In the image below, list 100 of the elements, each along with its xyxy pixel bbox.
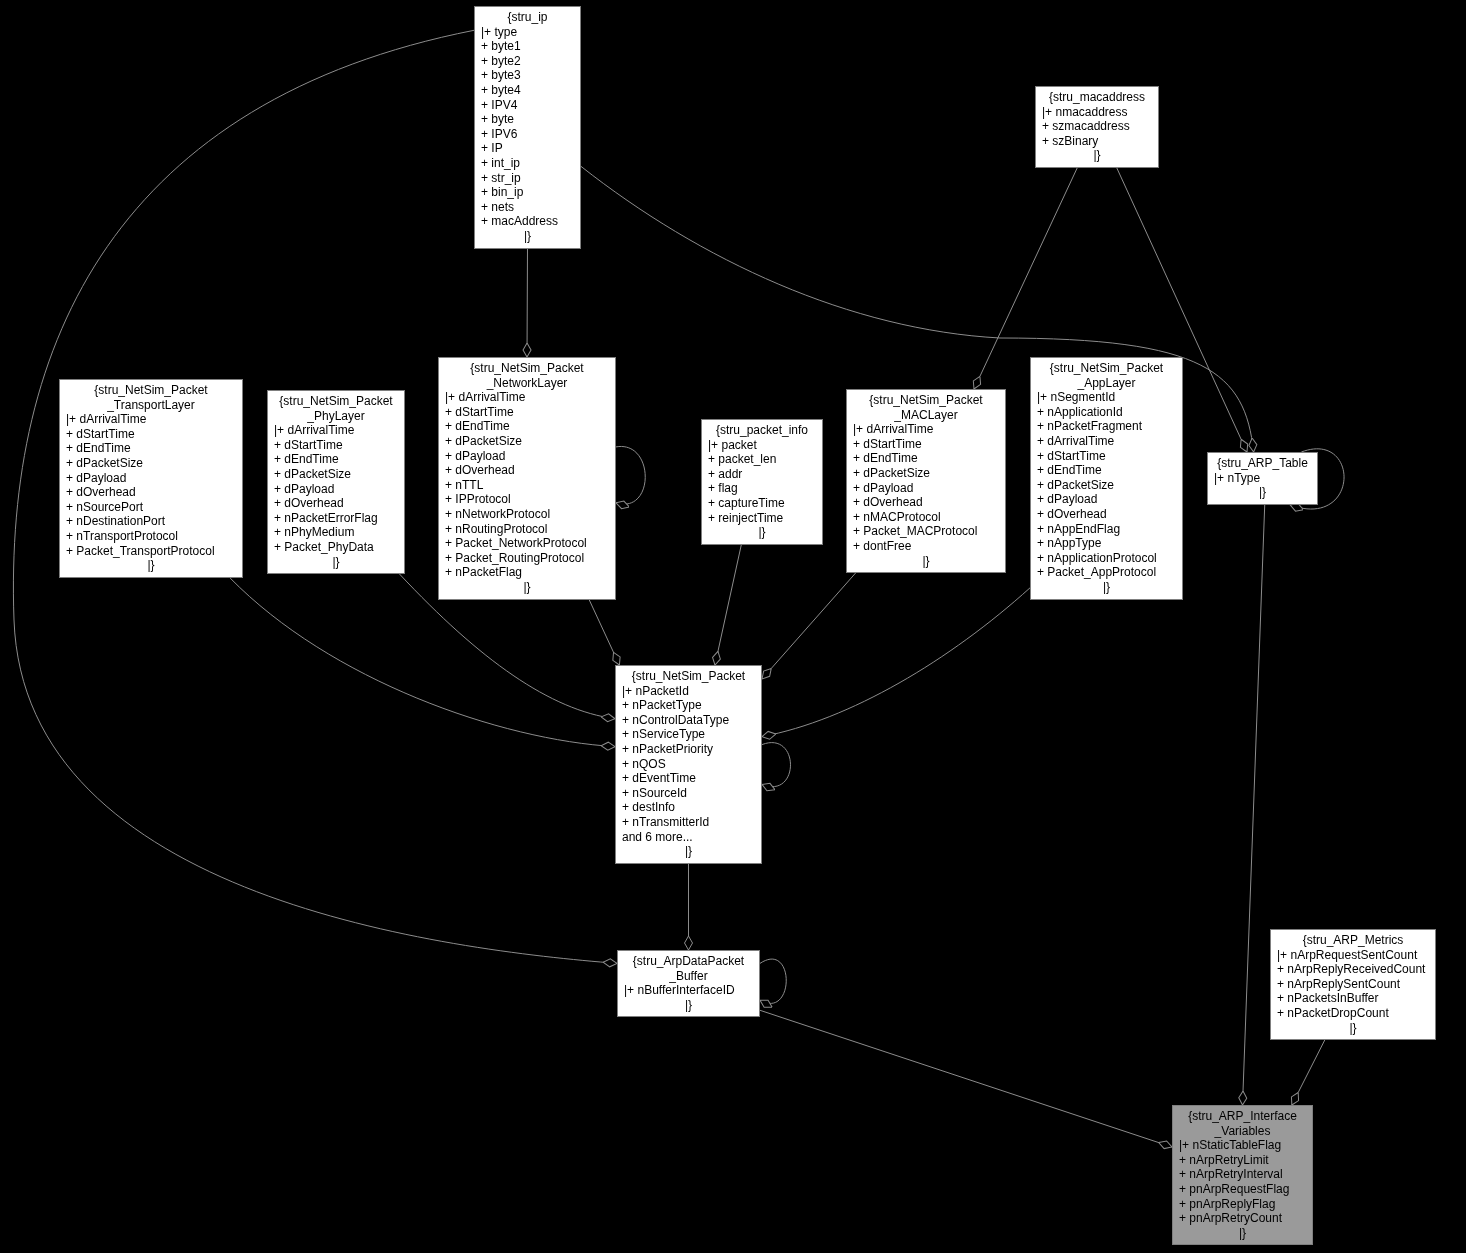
member-field: + nServiceType <box>622 727 755 742</box>
member-field: + dArrivalTime <box>1037 433 1176 449</box>
member-field: + dPayload <box>445 448 609 464</box>
class-name: {stru_ARP_Metrics <box>1301 933 1405 948</box>
class-name: {stru_NetSim_Packet _PhyLayer <box>278 394 394 424</box>
class-box <box>474 6 581 249</box>
record-end: |} <box>1257 485 1268 500</box>
member-field: + dEventTime <box>622 771 755 786</box>
member-field: + pnArpRequestFlag <box>1179 1181 1306 1197</box>
record-end: |} <box>1101 579 1112 595</box>
member-field: |+ nSegmentId <box>1037 390 1176 405</box>
record-end: |} <box>683 844 694 859</box>
member-field: + Packet_PhyData <box>274 539 398 555</box>
member-field: + nMACProtocol <box>853 509 999 525</box>
member-field: |+ type <box>481 24 574 40</box>
class-name: {stru_packet_info <box>714 423 810 438</box>
member-field: + destInfo <box>622 800 755 815</box>
member-field: + pnArpRetryCount <box>1179 1211 1306 1226</box>
class-box <box>59 379 243 578</box>
member-field: and 6 more... <box>622 829 755 845</box>
class-box <box>1207 452 1318 505</box>
member-field: + nSourcePort <box>66 499 236 515</box>
member-field: + dEndTime <box>1037 463 1176 478</box>
member-field: + flag <box>708 481 816 496</box>
member-field: + nPacketFlag <box>445 565 609 580</box>
aggregation-edge <box>399 573 616 722</box>
member-field: + dStartTime <box>853 436 999 452</box>
aggregation-edge <box>580 165 1258 453</box>
member-field: + Packet_NetworkProtocol <box>445 536 609 551</box>
member-field: + nPacketPriority <box>622 741 755 757</box>
class-name: {stru_NetSim_Packet _MACLayer <box>868 393 984 423</box>
member-field: + byte <box>481 112 574 127</box>
member-field: + nPacketErrorFlag <box>274 510 398 526</box>
member-field: + dOverhead <box>274 496 398 511</box>
member-field: + IPProtocol <box>445 492 609 507</box>
member-field: + nArpReplySentCount <box>1277 976 1429 992</box>
record-end: |} <box>146 558 156 573</box>
aggregation-edge <box>1290 1039 1326 1106</box>
member-field: + dStartTime <box>66 426 236 442</box>
member-field: + dPacketSize <box>853 465 999 481</box>
aggregation-edge <box>684 863 693 951</box>
member-field: + dStartTime <box>1037 448 1176 464</box>
member-field: + dEndTime <box>66 441 236 456</box>
member-field: |+ nBufferInterfaceID <box>624 983 753 998</box>
member-field: |+ dArrivalTime <box>445 390 609 405</box>
member-field: + nTTL <box>445 477 609 493</box>
member-field: + dPacketSize <box>66 455 236 471</box>
class-name: {stru_NetSim_Packet _TransportLayer <box>93 383 209 413</box>
member-field: + nPacketFragment <box>1037 419 1176 434</box>
member-field: + reinjectTime <box>708 510 816 526</box>
aggregation-edge <box>13 29 618 968</box>
member-field: + nPacketDropCount <box>1277 1005 1429 1021</box>
member-field: + nAppEndFlag <box>1037 521 1176 537</box>
class-box <box>1172 1105 1313 1246</box>
class-box <box>438 357 616 600</box>
member-field: + Packet_RoutingProtocol <box>445 550 609 566</box>
class-box <box>701 419 823 545</box>
record-end: |} <box>1348 1020 1358 1036</box>
aggregation-edge <box>1238 504 1266 1106</box>
aggregation-edge <box>712 544 742 666</box>
aggregation-edge <box>759 958 787 1007</box>
member-field: + nSourceId <box>622 785 755 801</box>
member-field: + nArpRetryLimit <box>1179 1152 1306 1168</box>
member-field: + dontFree <box>853 538 999 554</box>
record-end: |} <box>331 554 341 570</box>
record-end: |} <box>522 228 533 244</box>
record-end: |} <box>1092 148 1102 163</box>
aggregation-edge <box>1289 448 1345 511</box>
member-field: + dEndTime <box>274 452 398 467</box>
member-field: + IPV6 <box>481 126 574 142</box>
member-field: + nPacketType <box>622 698 755 713</box>
member-field: + pnArpReplyFlag <box>1179 1196 1306 1212</box>
member-field: + nRoutingProtocol <box>445 521 609 537</box>
class-name: {stru_NetSim_Packet _AppLayer <box>1048 361 1165 391</box>
class-box <box>1030 357 1183 600</box>
member-field: + captureTime <box>708 495 816 511</box>
member-field: + dOverhead <box>853 495 999 510</box>
member-field: + Packet_AppProtocol <box>1037 565 1176 580</box>
member-field: + dStartTime <box>445 404 609 420</box>
member-field: |+ packet <box>708 437 816 453</box>
member-field: + nApplicationId <box>1037 404 1176 420</box>
member-field: + int_ip <box>481 155 574 171</box>
member-field: |+ nArpRequestSentCount <box>1277 947 1429 963</box>
member-field: + dEndTime <box>445 419 609 434</box>
aggregation-edge <box>761 742 791 791</box>
class-name: {stru_NetSim_Packet _NetworkLayer <box>469 361 585 391</box>
member-field: + nDestinationPort <box>66 514 236 529</box>
member-field: + dPacketSize <box>274 466 398 482</box>
member-field: + nets <box>481 199 574 215</box>
member-field: + dEndTime <box>853 451 999 466</box>
member-field: + packet_len <box>708 452 816 467</box>
member-field: + dPayload <box>1037 492 1176 507</box>
member-field: + macAddress <box>481 214 574 229</box>
member-field: + nQOS <box>622 756 755 772</box>
class-box <box>1270 929 1436 1041</box>
member-field: + nArpRetryInterval <box>1179 1167 1306 1182</box>
aggregation-edge <box>522 248 532 358</box>
member-field: + Packet_TransportProtocol <box>66 543 236 559</box>
member-field: + Packet_MACProtocol <box>853 524 999 539</box>
aggregation-edge <box>761 572 857 680</box>
